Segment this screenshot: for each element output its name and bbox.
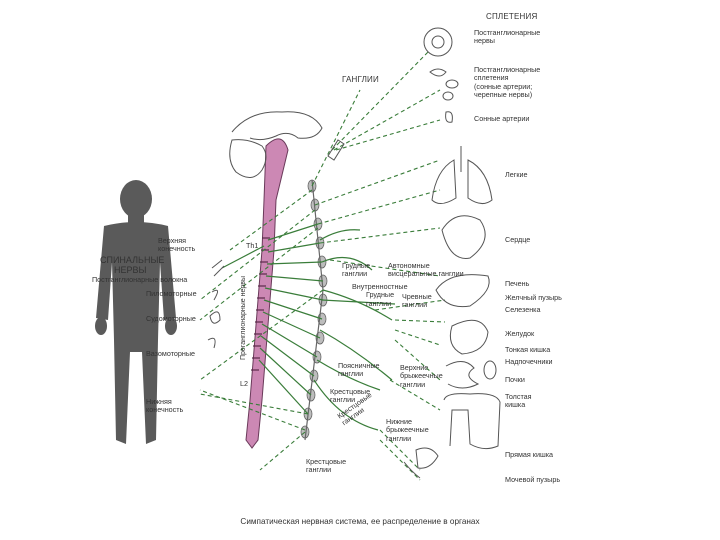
intestine-icon [443,361,501,450]
kidney-icon [483,360,497,380]
label-postgang-fibers: Постганглионарные волокна [92,275,188,284]
heart-icon [441,215,486,259]
label-adrenals: Надпочечники [505,357,553,366]
preganglionic-fibers [221,223,396,431]
spinal-cord [245,138,289,449]
label-carotid: Сонные артерии [474,114,530,123]
postganglionic-fibers [199,49,446,481]
cord-segments [251,237,270,371]
plexuses-header: СПЛЕТЕНИЯ [486,12,538,21]
label-bladder: Мочевой пузырь [505,475,561,484]
label-spleen: Селезенка [505,305,541,314]
label-th1: Th1 [246,241,259,250]
label-gallbladder: Желчный пузырь [505,293,562,302]
label-heart: Сердце [505,235,531,244]
label-sudomotor: Судомоторные [146,314,196,323]
label-l2: L2 [240,379,248,388]
label-stomach: Желудок [505,329,535,338]
label-vasomotor: Вазомоторные [146,349,196,358]
human-figure [95,180,177,444]
sympathetic-chain [300,179,328,439]
stomach-icon [449,319,489,355]
brain-outline [229,111,323,178]
label-preganglionic-nerves: Преганглионарные нервы [240,275,247,360]
label-kidneys: Почки [505,375,525,384]
label-rectum: Прямая кишка [505,450,554,459]
bladder-icon [403,447,439,479]
label-pilomotor: Пиломоторные [146,289,197,298]
skin-icons [207,259,225,349]
figure-caption: Симпатическая нервная система, ее распре… [240,517,480,526]
ganglia-header: ГАНГЛИИ [342,75,379,84]
head-organs [327,27,459,161]
label-lungs: Легкие [505,170,528,179]
lungs-icon [431,146,493,204]
label-liver: Печень [505,279,530,288]
label-small-intestine: Тонкая кишка [505,345,551,354]
liver-icon [435,274,490,308]
